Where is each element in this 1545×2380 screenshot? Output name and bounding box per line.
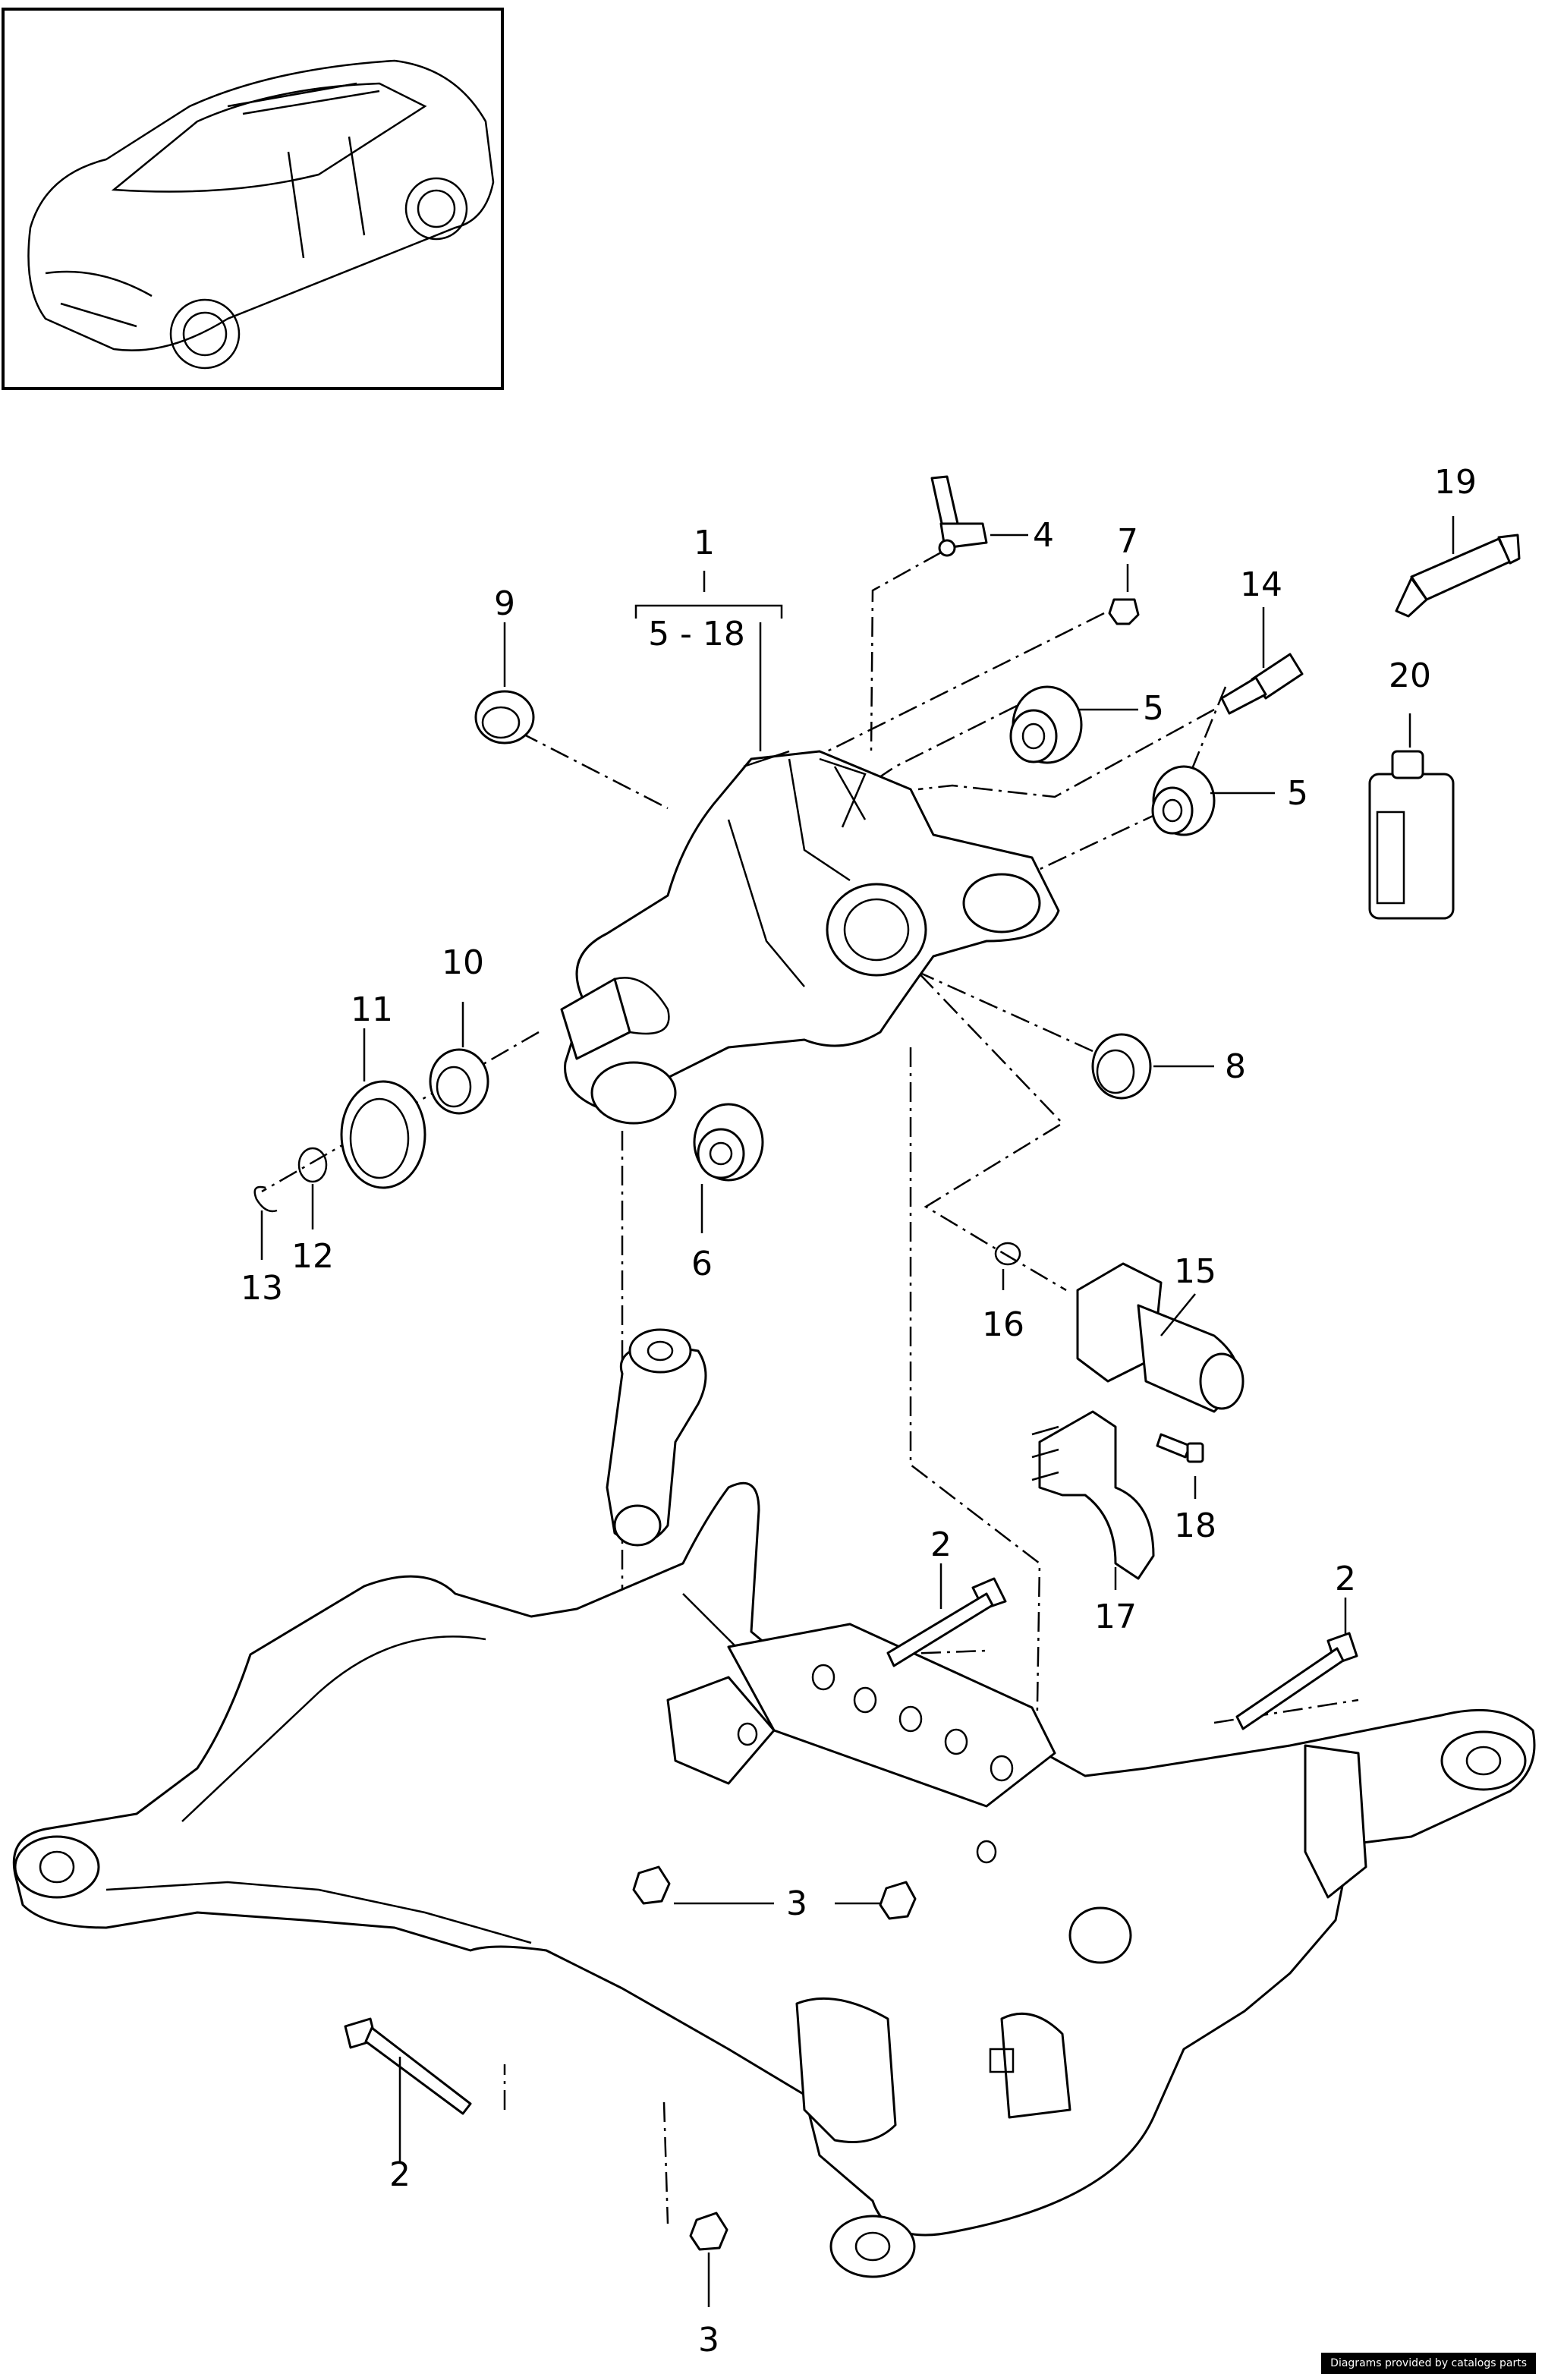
part-14-bolt (1220, 653, 1304, 715)
part-7-plug (1108, 598, 1140, 625)
part-2-bolt-right (1235, 1632, 1358, 1730)
part-10-seal (429, 1048, 489, 1115)
callout-1: 1 (694, 524, 715, 562)
callout-6: 6 (691, 1245, 713, 1283)
callout-13: 13 (241, 1269, 283, 1308)
callout-1-range: 5 - 18 (648, 615, 745, 653)
callout-2-left: 2 (389, 2155, 411, 2194)
callout-2-center: 2 (930, 1525, 952, 1564)
callout-3-center: 3 (786, 1884, 807, 1923)
part-17-bracket (1031, 1410, 1155, 1580)
part-2-bolt-left (344, 2017, 472, 2115)
rear-subframe (12, 1328, 1536, 2278)
part-2-bolt-center (886, 1577, 1007, 1667)
part-12-ring (297, 1147, 328, 1183)
callout-5-upper: 5 (1143, 689, 1164, 728)
part-5-bushing-right (1151, 765, 1216, 836)
callout-12: 12 (291, 1237, 334, 1276)
part-20-bottle (1368, 750, 1455, 920)
vehicle-thumbnail (2, 8, 504, 390)
part-15-actuator-motor (1076, 1262, 1244, 1413)
part-4-sensor (930, 475, 988, 557)
credit-footer: Diagrams provided by catalogs parts (1321, 2353, 1536, 2374)
callout-11: 11 (351, 990, 393, 1029)
part-11-cover (340, 1080, 426, 1189)
callout-7: 7 (1117, 522, 1138, 561)
leader-lines (260, 516, 1455, 2307)
part-3-nut-bottom (689, 2212, 728, 2251)
part-6-bushing (693, 1103, 764, 1182)
part-9-seal (474, 690, 535, 745)
part-18-bolt (1156, 1433, 1204, 1463)
callout-4: 4 (1033, 516, 1054, 555)
callout-8: 8 (1225, 1047, 1246, 1086)
callout-17: 17 (1094, 1598, 1137, 1636)
rear-differential (560, 750, 1060, 1125)
callout-15: 15 (1174, 1252, 1216, 1291)
callout-19: 19 (1434, 463, 1477, 502)
callout-20: 20 (1389, 656, 1431, 695)
callout-14: 14 (1240, 565, 1282, 604)
part-8-seal (1091, 1033, 1152, 1100)
callout-9: 9 (494, 584, 515, 623)
part-13-circlip (253, 1185, 278, 1213)
callout-labels: 1 5 - 18 4 7 5 5 14 19 20 9 10 11 12 13 … (241, 463, 1477, 2360)
part-16-o-ring (994, 1242, 1021, 1266)
callout-10: 10 (442, 943, 484, 982)
callout-3-bottom: 3 (698, 2321, 719, 2360)
part-3-nut-left (632, 1865, 671, 1905)
part-3-nut-center (879, 1881, 917, 1920)
callout-18: 18 (1174, 1506, 1216, 1545)
callout-5-right: 5 (1287, 774, 1308, 813)
callout-2-right: 2 (1335, 1560, 1356, 1598)
part-5-bushing-upper (1009, 685, 1083, 764)
callout-16: 16 (982, 1305, 1024, 1344)
part-19-tube (1395, 534, 1521, 618)
